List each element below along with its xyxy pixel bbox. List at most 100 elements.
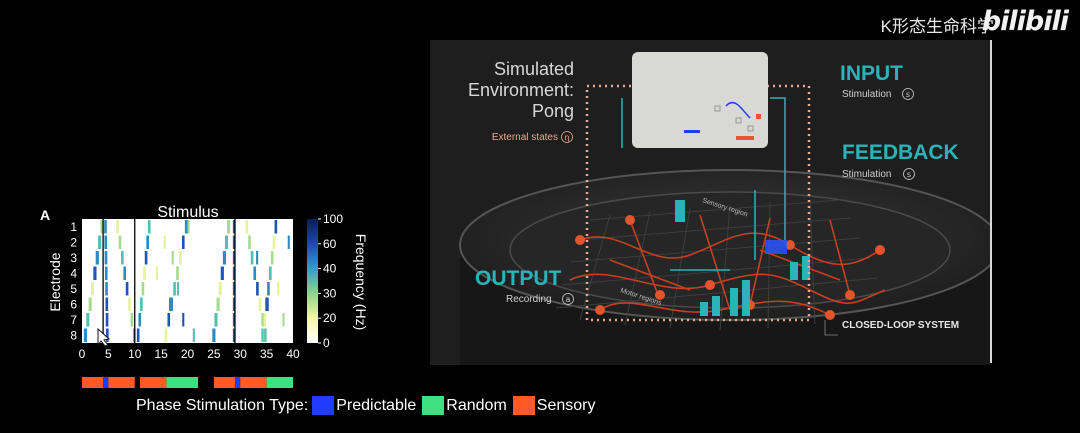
- heatmap-cell: [267, 282, 270, 296]
- environment-label-line2: Environment:: [468, 80, 574, 100]
- heatmap-cell: [272, 235, 276, 249]
- input-s-symbol: s: [906, 90, 910, 99]
- heatmap-cell: [167, 313, 171, 327]
- colorbar-tick-label: 0: [323, 336, 330, 350]
- heatmap-cell: [179, 251, 182, 265]
- heatmap-cell: [100, 220, 104, 234]
- colorbar-tick-label: 30: [323, 286, 337, 300]
- closed-loop-label: CLOSED-LOOP SYSTEM: [842, 320, 959, 331]
- heatmap-cell: [155, 266, 158, 280]
- heatmap-cell: [216, 297, 220, 311]
- heatmap-cell: [171, 251, 174, 265]
- legend-swatch-sensory: [512, 396, 535, 415]
- x-tick-label: 15: [154, 347, 168, 361]
- heatmap-cell: [227, 220, 231, 234]
- eta-symbol-circle: [561, 131, 573, 143]
- heatmap-cell: [104, 251, 108, 265]
- heatmap-cell: [169, 297, 172, 311]
- input-title: INPUT: [840, 62, 903, 85]
- heatmap-cell: [116, 220, 119, 234]
- x-tick-label: 40: [286, 347, 300, 361]
- y-tick-label: 1: [70, 220, 77, 234]
- y-tick-label: 7: [70, 313, 77, 327]
- heatmap-cell: [256, 251, 259, 265]
- phase-bar-segment-sensory: [213, 377, 235, 388]
- colorbar-tick-label: 100: [323, 212, 343, 226]
- heatmap-cell: [104, 266, 108, 280]
- heatmap-cell: [232, 297, 236, 311]
- heatmap-cell: [263, 313, 267, 327]
- y-tick-label: 2: [70, 235, 77, 249]
- phase-bar-segment-predictable: [103, 377, 109, 388]
- heatmap-cell: [138, 313, 142, 327]
- x-tick-label: 5: [105, 347, 112, 361]
- heatmap-cell: [232, 282, 236, 296]
- heatmap-cell: [232, 220, 236, 234]
- neuron-cells: [575, 215, 885, 320]
- external-states-label: External states: [492, 132, 558, 143]
- heatmap-cell: [125, 282, 129, 296]
- eta-symbol: η: [564, 133, 569, 142]
- phase-legend: Phase Stimulation Type: Predictable Rand…: [136, 396, 597, 415]
- legend-title: Phase Stimulation Type:: [136, 396, 309, 414]
- heatmap-cell: [212, 328, 216, 342]
- heatmap-cell: [287, 235, 290, 249]
- heatmap-cell: [105, 297, 109, 311]
- heatmap-cell: [261, 313, 264, 327]
- environment-label-line1: Simulated: [494, 59, 574, 79]
- heatmap-cell: [268, 266, 272, 280]
- heatmap-cell: [90, 282, 95, 296]
- heatmap-cell: [282, 313, 285, 327]
- stimulus-heatmap-figure: A Stimulus Electrode Frequency (Hz) 1234…: [40, 204, 369, 388]
- heatmap-cell: [232, 251, 236, 265]
- heatmap-cell: [98, 235, 102, 249]
- heatmap-cell: [176, 266, 179, 280]
- heatmap-cell: [220, 266, 224, 280]
- y-tick-label: 6: [70, 297, 77, 311]
- phase-bar-segment-random: [166, 377, 199, 388]
- x-tick-label: 20: [181, 347, 195, 361]
- heatmap-cell: [181, 235, 185, 249]
- heatmap-cell: [95, 251, 99, 265]
- heatmap-cell: [170, 297, 173, 311]
- heatmap-cell: [274, 220, 278, 234]
- heatmap-cell: [258, 297, 262, 311]
- feedback-s-symbol: s: [907, 170, 911, 179]
- heatmap-cell: [248, 235, 251, 249]
- x-tick-label: 10: [128, 347, 142, 361]
- heatmap-cell: [245, 220, 249, 234]
- heatmap-cell: [182, 313, 185, 327]
- colorbar: [307, 219, 318, 343]
- heatmap-cell: [164, 328, 168, 342]
- environment-label-line3: Pong: [532, 101, 574, 121]
- heatmap-cell: [121, 251, 124, 265]
- divider-line: [990, 40, 992, 363]
- heatmap-cell: [118, 235, 122, 249]
- heatmap-cell: [232, 266, 236, 280]
- closed-loop-connector: [824, 320, 838, 336]
- heatmap-cell: [83, 328, 88, 342]
- colorbar-label: Frequency (Hz): [353, 234, 369, 330]
- watermark-channel-name: K形态生命科学: [880, 17, 994, 36]
- y-axis-label: Electrode: [47, 252, 63, 311]
- heatmap-cell: [263, 328, 267, 342]
- y-tick-label: 4: [70, 266, 77, 280]
- phase-boundary-lines: [102, 219, 236, 343]
- input-subtitle: Stimulation: [842, 89, 891, 100]
- heatmap-cell: [105, 313, 109, 327]
- electrode-grid: [555, 199, 879, 331]
- heatmap-cell: [277, 282, 280, 296]
- heatmap-cell: [232, 313, 236, 327]
- heatmap-cell: [266, 297, 269, 311]
- heatmap-cell: [176, 282, 180, 296]
- heatmap-cell: [253, 266, 257, 280]
- recording-bars: [675, 200, 810, 316]
- heatmap-cell: [88, 297, 92, 311]
- heatmap-cell: [147, 220, 151, 234]
- bilibili-logo: bilibili: [981, 6, 1069, 37]
- cursor-icon: [97, 327, 111, 347]
- x-tick-label: 0: [79, 347, 86, 361]
